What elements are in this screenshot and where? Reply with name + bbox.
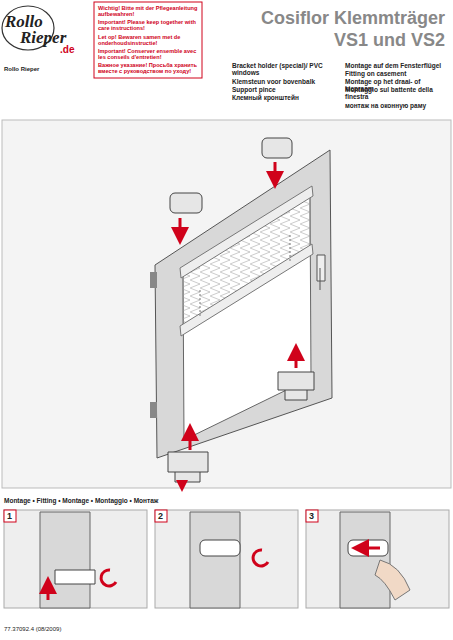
title: Cosiflor Klemmträger [261,8,445,29]
warning-text: Important! Please keep together with car… [98,19,199,31]
brand-name: Rollo Rieper [4,66,39,73]
warning-text: Wichtig! Bitte mit der Pflegeanleitung a… [98,5,199,17]
description: Montage auf dem Fensterflügel [345,62,450,69]
description: Клемный кронштейн [232,94,337,101]
description: Fitting on casement [345,70,450,77]
warning-text: Let op! Bewaren samen met de onderhoudsi… [98,34,199,46]
description: Klemsteun voor bovenbalk [232,78,337,85]
step-number: 3 [309,511,314,521]
description: Support pince [232,86,337,93]
step-number: 1 [7,511,12,521]
document-number: 77.37092.4 (08/2009) [4,626,61,633]
step-number: 2 [158,511,163,521]
warning-text: Important! Conserver ensemble avec les c… [98,48,199,60]
section-heading: Montage • Fitting • Montage • Montaggio … [4,497,158,504]
logo-text: Rieper [20,28,66,48]
logo-text: .de [60,44,74,56]
description: Bracket holder (special)/ PVC windows [232,62,337,77]
description: монтаж на оконную раму [345,102,450,109]
subtitle: VS1 und VS2 [334,30,445,51]
warning-text: Важное указание! Просьба хранить вместе … [98,62,199,74]
warning-box: Wichtig! Bitte mit der Pflegeanleitung a… [97,4,200,77]
description: Montaggio sul battente della finestra [345,86,450,101]
